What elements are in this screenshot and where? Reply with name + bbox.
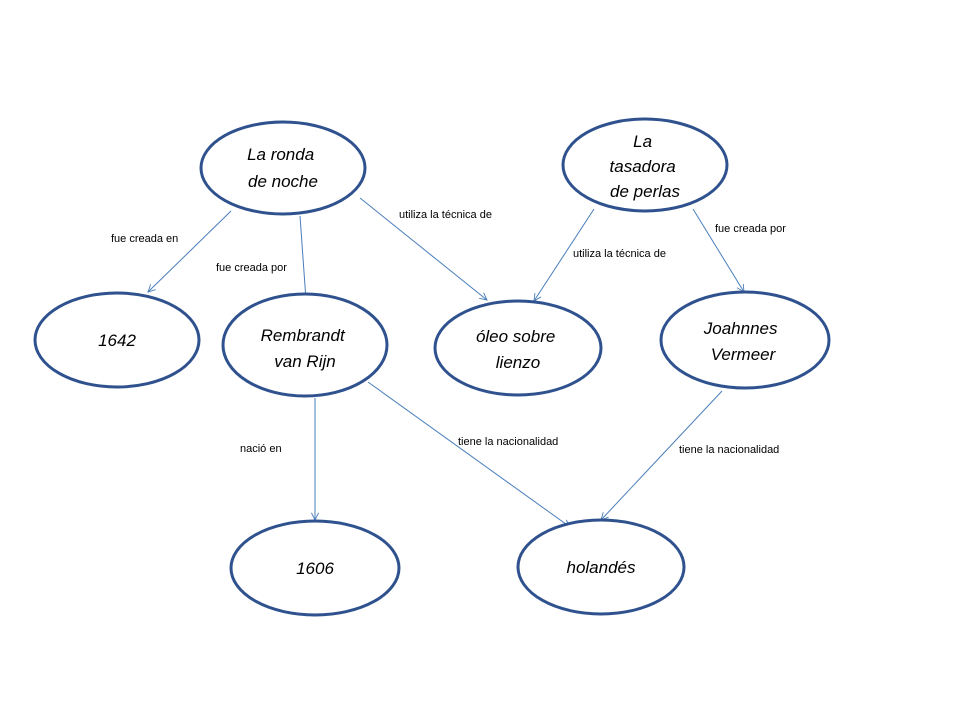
node-rembrandt-van-rijn: Rembrandt van Rijn bbox=[221, 292, 389, 398]
edge-label-ronda-oleo: utiliza la técnica de bbox=[399, 209, 492, 221]
edge-labels: fue creada en fue creada por utiliza la … bbox=[111, 209, 786, 456]
node-label-line: lienzo bbox=[496, 353, 540, 372]
svg-text:1606: 1606 bbox=[296, 559, 334, 578]
edge-label-ronda-rembrandt: fue creada por bbox=[216, 262, 287, 274]
edge-tasadora-vermeer bbox=[692, 208, 744, 292]
node-1642: 1642 bbox=[33, 291, 201, 389]
node-joahnnes-vermeer: Joahnnes Vermeer bbox=[659, 290, 831, 390]
node-label-line: La ronda bbox=[247, 145, 314, 164]
node-label-line: La bbox=[633, 132, 652, 151]
svg-text:1642: 1642 bbox=[98, 331, 136, 350]
edge-ronda-1642 bbox=[148, 210, 232, 292]
svg-text:La tasadora de per: La tasadora de perlas bbox=[610, 132, 681, 201]
node-label-line: Rembrandt bbox=[261, 326, 346, 345]
node-label-line: de noche bbox=[248, 172, 318, 191]
node-oleo-sobre-lienzo: óleo sobre lienzo bbox=[433, 299, 603, 397]
node-label-line: holandés bbox=[566, 558, 636, 577]
node-label-line: 1606 bbox=[296, 559, 334, 578]
svg-text:La ronda de noche: La ronda de noche bbox=[247, 145, 319, 191]
svg-text:Rembrandt van Rijn: Rembrandt van Rijn bbox=[261, 326, 350, 371]
node-la-tasadora-de-perlas: La tasadora de perlas bbox=[561, 117, 729, 213]
edge-ronda-rembrandt bbox=[299, 215, 306, 300]
edge-ronda-oleo bbox=[359, 197, 487, 300]
edges bbox=[148, 197, 744, 527]
node-holandes: holandés bbox=[516, 518, 686, 616]
edge-rembrandt-holandes bbox=[367, 381, 570, 527]
node-label-line: tasadora bbox=[610, 157, 676, 176]
node-la-ronda-de-noche: La ronda de noche bbox=[199, 120, 367, 216]
edge-label-vermeer-holandes: tiene la nacionalidad bbox=[679, 444, 779, 456]
node-label-line: 1642 bbox=[98, 331, 136, 350]
node-label-line: van Rijn bbox=[274, 352, 335, 371]
node-label-line: Vermeer bbox=[711, 345, 777, 364]
svg-text:holandés: holandés bbox=[566, 558, 636, 577]
edge-label-ronda-1642: fue creada en bbox=[111, 233, 178, 245]
node-label-line: óleo sobre bbox=[476, 327, 555, 346]
edge-tasadora-oleo bbox=[534, 208, 595, 301]
svg-text:óleo sobre lienzo: óleo sobre lienzo bbox=[476, 327, 560, 372]
edge-vermeer-holandes bbox=[601, 390, 723, 520]
edge-label-rembrandt-holandes: tiene la nacionalidad bbox=[458, 436, 558, 448]
svg-text:Joahnnes Vermeer: Joahnnes Vermeer bbox=[703, 319, 782, 364]
node-1606: 1606 bbox=[229, 519, 401, 617]
node-label-line: de perlas bbox=[610, 182, 680, 201]
node-label-line: Joahnnes bbox=[703, 319, 778, 338]
edge-label-rembrandt-1606: nació en bbox=[240, 443, 282, 455]
edge-label-tasadora-oleo: utiliza la técnica de bbox=[573, 248, 666, 260]
edge-label-tasadora-vermeer: fue creada por bbox=[715, 223, 786, 235]
